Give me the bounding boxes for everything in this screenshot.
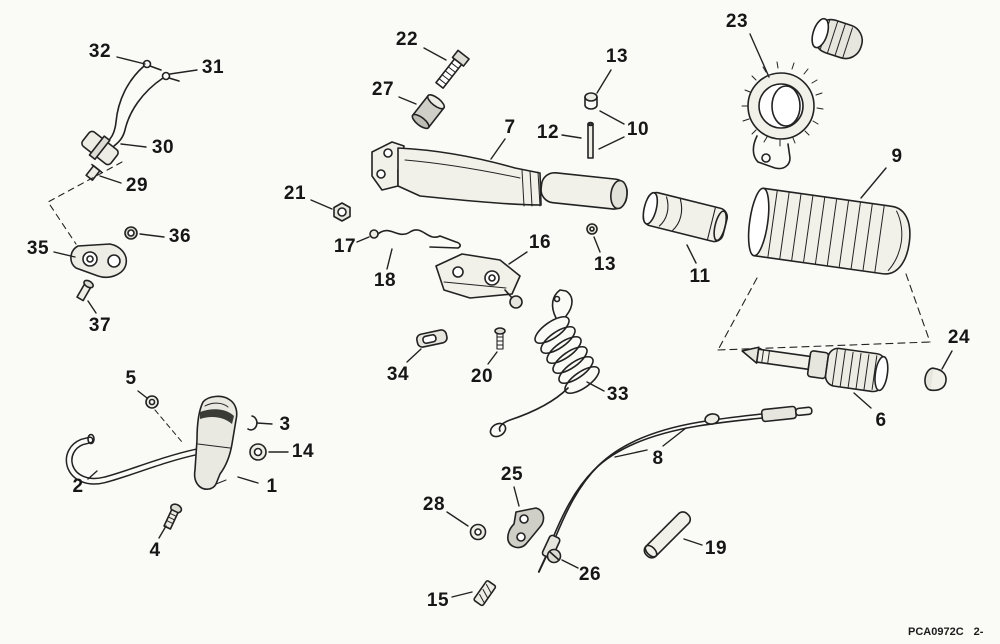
part-steering-link: [70, 226, 138, 302]
leader-line-31: [169, 69, 198, 75]
leader-line-13a: [596, 69, 612, 94]
leader-line-20: [487, 351, 498, 365]
part-friction-adjuster: [741, 346, 889, 393]
leader-line-5: [137, 390, 148, 399]
part-bolt: [435, 49, 470, 89]
leader-line-21: [310, 199, 333, 210]
part-tiller-arm: [371, 141, 628, 210]
part-screw-20: [494, 327, 506, 350]
construction-dashes-right: [717, 273, 931, 351]
leader-line-36: [139, 233, 165, 238]
leader-lines: [53, 33, 953, 598]
leader-line-25: [513, 486, 520, 507]
leader-line-7: [490, 138, 506, 160]
part-spring-link: [369, 229, 461, 249]
leader-line-3: [256, 422, 273, 425]
leader-line-10: [599, 110, 625, 125]
leader-line-19: [683, 538, 703, 546]
part-throttle-gear: [741, 17, 864, 170]
leader-line-37: [87, 300, 97, 314]
leader-line-16: [508, 251, 528, 265]
leader-line-26: [561, 559, 579, 569]
part-tube: [643, 511, 692, 559]
part-bushing: [411, 94, 446, 130]
leader-line-33: [586, 381, 605, 392]
leader-line-9: [860, 167, 887, 199]
leader-line-2: [87, 470, 98, 480]
leader-line-10: [598, 136, 625, 150]
drawing-code: PCA0972C 2-: [908, 626, 983, 638]
leader-line-30: [120, 143, 147, 148]
part-cable: [537, 405, 813, 573]
part-lanyard: [489, 289, 600, 438]
part-grip-sleeve: [642, 191, 729, 243]
leader-line-24: [941, 350, 953, 370]
leader-line-32: [116, 56, 146, 65]
leader-line-29: [99, 175, 122, 184]
leader-line-15: [451, 591, 473, 598]
leader-line-11: [686, 244, 697, 264]
leader-line-27: [398, 96, 417, 105]
leader-line-1: [237, 476, 259, 484]
part-pins: [584, 92, 598, 235]
part-handle-bracket: [65, 395, 267, 530]
leader-line-13b: [593, 236, 601, 253]
leader-line-18: [386, 248, 393, 270]
leader-line-8: [662, 427, 687, 447]
part-retainer-clip: [416, 329, 448, 348]
part-wire-harness: [81, 59, 180, 181]
leader-line-8: [614, 449, 648, 458]
leader-line-12: [561, 134, 582, 139]
leader-line-6: [853, 392, 872, 409]
part-end-cap: [924, 367, 947, 392]
leader-line-17: [356, 236, 370, 243]
leader-line-28: [446, 511, 469, 527]
drawing-part-code: PCA0972C: [908, 626, 964, 638]
part-grip: [747, 187, 911, 275]
leader-line-22: [423, 47, 447, 61]
leader-line-4: [158, 525, 167, 539]
construction-dashes-left: [47, 161, 123, 245]
drawing-page-code: 2-: [973, 626, 984, 638]
part-nut: [333, 202, 351, 222]
part-clamp-hardware: [469, 507, 562, 607]
leader-line-23: [749, 33, 770, 78]
leader-line-35: [53, 251, 76, 258]
leader-line-34: [406, 348, 422, 363]
part-cam-bracket: [435, 253, 523, 309]
